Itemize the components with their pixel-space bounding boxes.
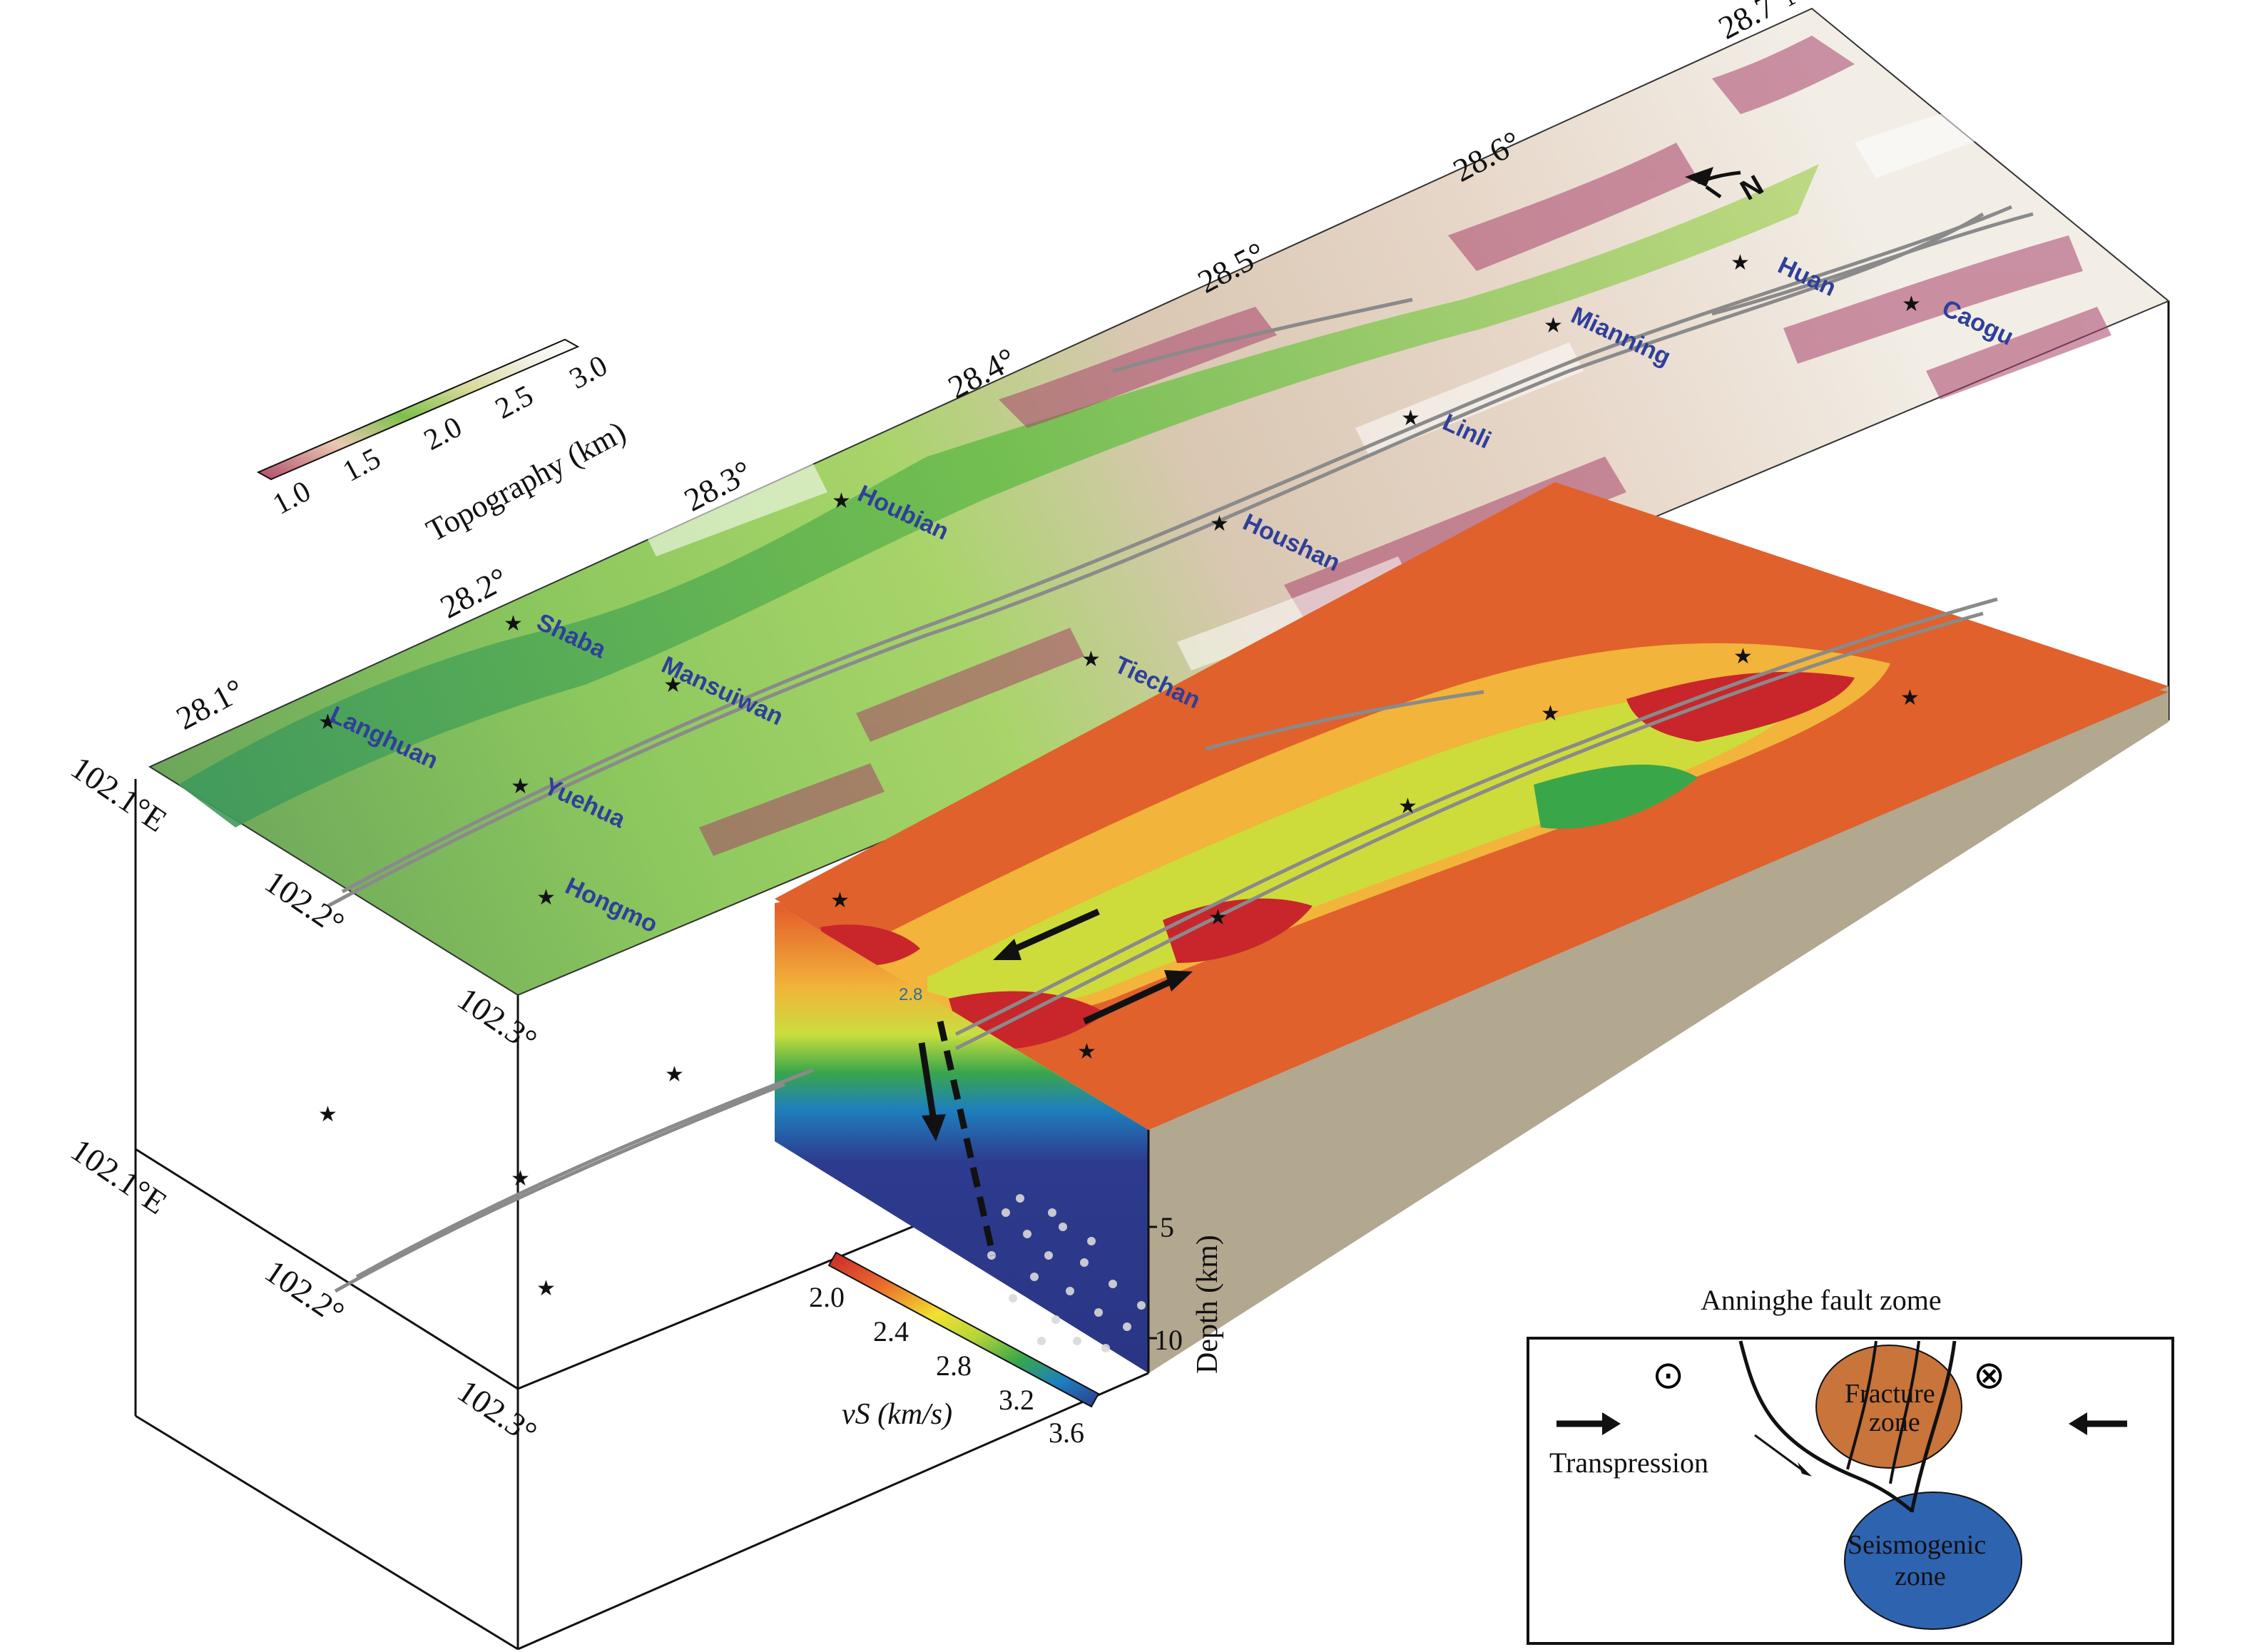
depth-tick: 5	[1160, 1211, 1174, 1243]
inset-title: Anninghe fault zome	[1701, 1284, 1942, 1316]
star-marker: ★	[511, 775, 530, 798]
seismogenic-zone-label-1: Seismogenic	[1848, 1530, 1986, 1560]
block-front-face	[775, 903, 1148, 1373]
star-marker: ★	[1902, 292, 1921, 316]
star-marker: ★	[318, 1103, 337, 1126]
vs-red-zone-center	[1163, 898, 1313, 963]
inset-fault-right	[1910, 1340, 1957, 1513]
town-stars: ★ ★ ★ ★ ★ ★ ★ ★ ★ ★ ★ ★ ★ ★ ★ ★ ★ ★ ★ ★ …	[318, 251, 1921, 1300]
star-marker: ★	[665, 1063, 684, 1086]
lon-tick: 102.3°	[451, 980, 544, 1059]
transpression-arrows	[1556, 1412, 2127, 1435]
vs-lime-band	[927, 685, 1819, 1005]
star-marker: ★	[1081, 648, 1101, 671]
block-tan-side	[1148, 686, 2169, 1373]
depth-axis: 5 10 Depth (km)	[1147, 1130, 1224, 1374]
lon-tick: 102.2°	[258, 1253, 351, 1331]
star-marker: ★	[1733, 645, 1753, 668]
inset-small-arrow	[1754, 1434, 1804, 1472]
out-of-page-symbol: ⊙	[1652, 1354, 1684, 1397]
vs-tick: 2.4	[873, 1315, 909, 1347]
vs-tick: 3.6	[1049, 1417, 1084, 1449]
topo-tick: 1.5	[337, 442, 386, 489]
topo-colorbar-bar	[256, 338, 580, 481]
seismogenic-zone-ellipse	[1844, 1492, 2022, 1630]
transpression-label: Transpression	[1549, 1447, 1708, 1479]
north-arrow-icon	[1685, 167, 1713, 187]
depth-tick: 10	[1154, 1324, 1183, 1356]
topography-colorbar: 1.0 1.5 2.0 2.5 3.0 Topography (km)	[256, 338, 631, 549]
vs-green-core	[1534, 764, 1698, 829]
star-marker: ★	[1544, 314, 1563, 337]
star-marker: ★	[1208, 906, 1228, 929]
inset-small-arrow-head	[1798, 1462, 1812, 1477]
vs-tick: 2.0	[809, 1281, 845, 1313]
seismogenic-zone-label-2: zone	[1895, 1561, 1946, 1591]
inset-fault-mid1	[1846, 1340, 1877, 1470]
star-marker: ★	[1541, 702, 1560, 725]
contour-label: 2.8	[899, 985, 922, 1004]
into-page-symbol: ⊗	[1973, 1354, 2005, 1397]
star-marker: ★	[1900, 686, 1920, 710]
vs-tick: 3.2	[999, 1384, 1034, 1416]
lon-tick: 102.1°E	[64, 1131, 173, 1221]
depth-axis-label: Depth (km)	[1191, 1235, 1224, 1374]
topo-tick: 2.5	[490, 379, 539, 426]
seismicity-dots	[987, 1194, 1146, 1352]
star-marker: ★	[1398, 795, 1417, 818]
vs-tick: 2.8	[936, 1350, 972, 1382]
star-marker: ★	[536, 886, 556, 909]
topo-tick: 1.0	[268, 475, 316, 521]
star-marker: ★	[504, 612, 523, 636]
inset-fault-mid2	[1889, 1340, 1920, 1484]
star-marker: ★	[536, 1277, 556, 1300]
inset-fault-left	[1738, 1340, 1913, 1512]
star-marker: ★	[1731, 251, 1750, 275]
star-marker: ★	[663, 673, 683, 697]
fault-dashed-line	[937, 1021, 997, 1256]
vs-red-zone-north	[1626, 671, 1855, 742]
vs-colorbar-bar	[827, 1251, 1100, 1408]
fracture-zone-label-2: zone	[1869, 1407, 1920, 1437]
vs-colorbar: 2.0 2.4 2.8 3.2 3.6 vS (km/s)	[809, 1251, 1100, 1449]
star-marker: ★	[511, 1167, 530, 1190]
star-marker: ★	[1210, 512, 1229, 536]
star-marker: ★	[1077, 1040, 1096, 1064]
topo-tick: 2.0	[419, 411, 467, 457]
lon-tick: 102.1°E	[64, 749, 173, 839]
vs-colorbar-label: vS (km/s)	[842, 1398, 952, 1431]
star-marker: ★	[830, 889, 850, 912]
topo-valley	[178, 164, 1819, 827]
star-marker: ★	[318, 710, 337, 734]
north-arrow-stem	[1697, 170, 1741, 199]
fracture-zone-label-1: Fracture	[1845, 1379, 1935, 1409]
fault-traces	[327, 205, 2034, 1293]
star-marker: ★	[1401, 407, 1420, 430]
topo-tick: 3.0	[564, 350, 613, 396]
velocity-block: 2.8	[775, 482, 2169, 1373]
star-marker: ★	[832, 489, 851, 513]
inset-schematic: Anninghe fault zome Fracture zone Seismo…	[1527, 1284, 2174, 1645]
fracture-zone-ellipse	[1815, 1345, 1962, 1469]
motion-arrows	[918, 908, 1193, 1141]
